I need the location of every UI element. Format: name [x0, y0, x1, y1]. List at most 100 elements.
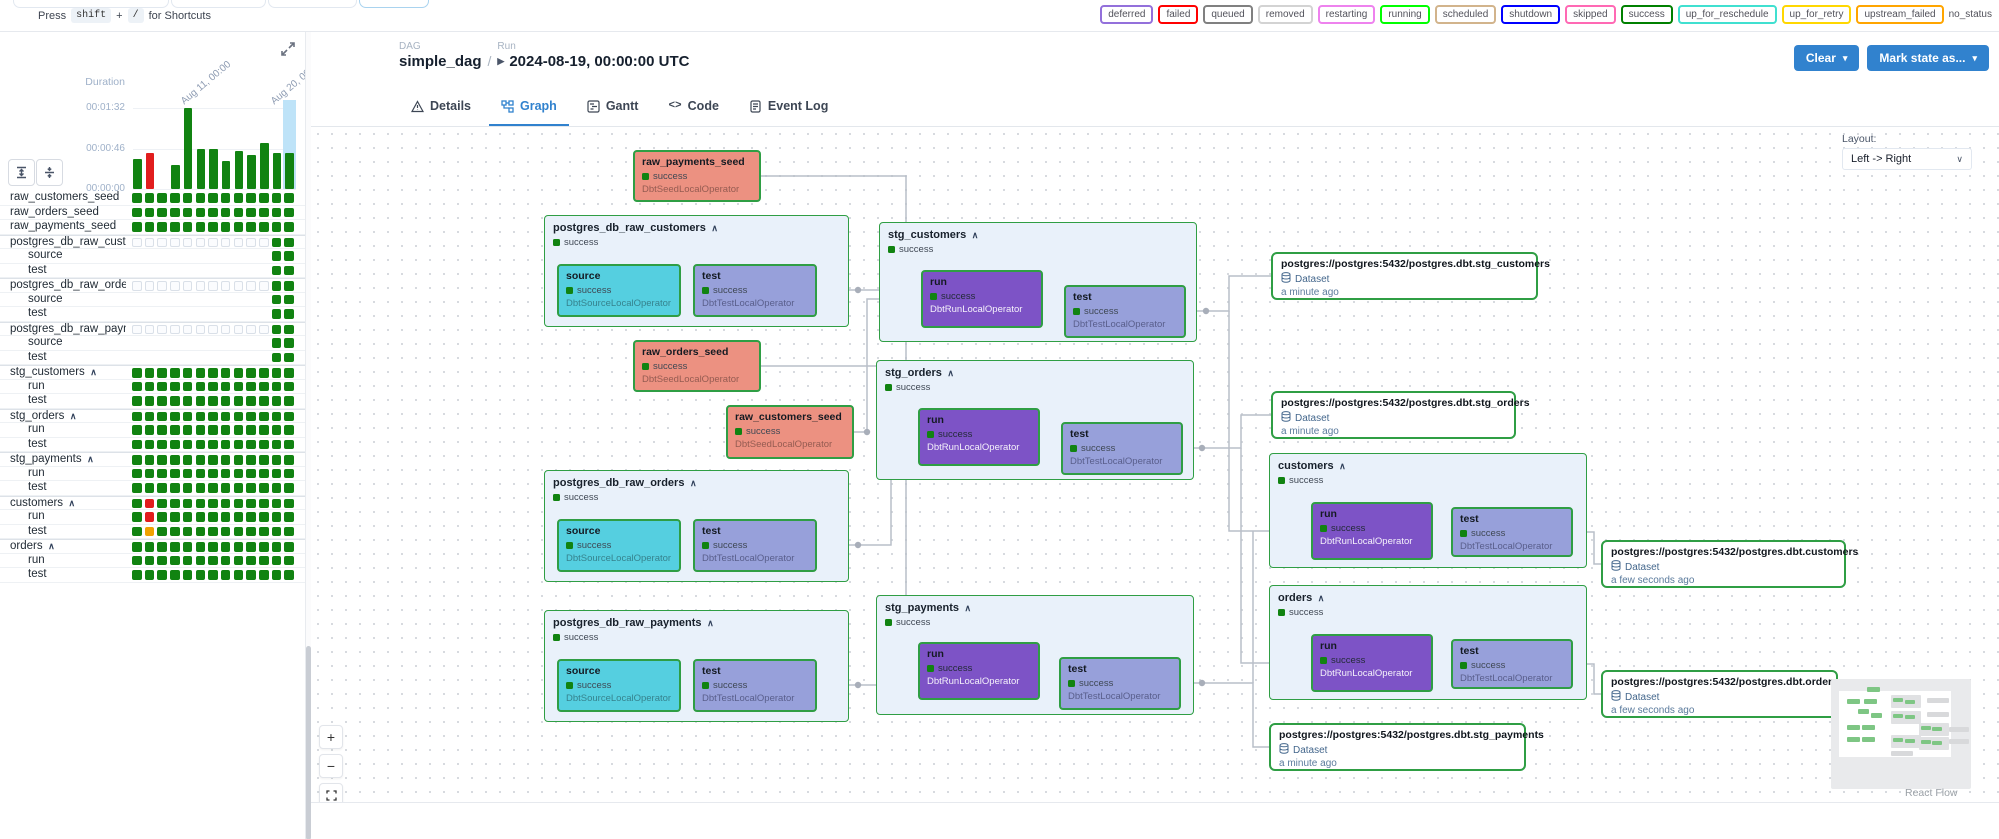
task-instance-cell[interactable] — [195, 570, 205, 580]
task-instance-cell[interactable] — [271, 396, 282, 406]
grid-row-run[interactable]: run — [0, 554, 305, 568]
duration-bar[interactable] — [272, 153, 282, 189]
task-instance-cell[interactable] — [233, 207, 244, 217]
filter-input-ghost[interactable] — [171, 0, 266, 8]
task-instance-cell[interactable] — [144, 483, 155, 493]
task-instance-cell[interactable] — [195, 512, 205, 522]
task-instance-cell[interactable] — [144, 368, 155, 378]
task-instance-cell[interactable] — [259, 439, 269, 449]
task-instance-cell[interactable] — [233, 555, 244, 565]
task-instance-cell[interactable] — [144, 555, 155, 565]
task-instance-cell[interactable] — [259, 425, 269, 435]
grid-row-source[interactable]: source — [0, 293, 305, 307]
task-instance-cell[interactable] — [233, 411, 244, 421]
task-instance-cell[interactable] — [132, 425, 142, 435]
task-instance-cell[interactable] — [170, 498, 180, 508]
task-instance-cell[interactable] — [259, 483, 269, 493]
task-instance-cell[interactable] — [170, 368, 180, 378]
task-instance-cell[interactable] — [284, 512, 294, 522]
task-instance-cell[interactable] — [233, 455, 244, 465]
task-instance-cell[interactable] — [132, 281, 142, 291]
task-instance-cell[interactable] — [271, 207, 282, 217]
task-instance-cell[interactable] — [157, 570, 167, 580]
task-instance-cell[interactable] — [220, 193, 231, 203]
task-instance-cell[interactable] — [284, 526, 294, 536]
task-instance-cell[interactable] — [284, 455, 294, 465]
fit-view-button[interactable] — [319, 783, 343, 802]
task-instance-cell[interactable] — [182, 324, 193, 334]
chevron-up-icon[interactable]: ∧ — [704, 618, 714, 628]
tab-details[interactable]: Details — [399, 88, 483, 126]
task-instance-cell[interactable] — [132, 368, 142, 378]
grid-row-postgres_db_raw_paymen[interactable]: postgres_db_raw_paymen... — [0, 321, 305, 336]
task-instance-cell[interactable] — [271, 512, 282, 522]
task-instance-cell[interactable] — [144, 237, 155, 247]
task-instance-cell[interactable] — [144, 222, 155, 232]
task-instance-cell[interactable] — [284, 381, 294, 391]
task-instance-cell[interactable] — [284, 542, 294, 552]
task-instance-cell[interactable] — [220, 555, 231, 565]
task-instance-cell[interactable] — [157, 512, 167, 522]
task-instance-cell[interactable] — [144, 512, 155, 522]
task-instance-cell[interactable] — [208, 526, 218, 536]
task-instance-cell[interactable] — [284, 338, 294, 348]
grid-row-run[interactable]: run — [0, 467, 305, 481]
task-instance-cell[interactable] — [195, 468, 205, 478]
task-instance-cell[interactable] — [233, 396, 244, 406]
task-instance-cell[interactable] — [246, 526, 256, 536]
task-instance-cell[interactable] — [246, 396, 256, 406]
task-instance-cell[interactable] — [182, 237, 193, 247]
task-instance-cell[interactable] — [271, 237, 282, 247]
react-flow-minimap[interactable] — [1831, 679, 1971, 789]
task-instance-cell[interactable] — [195, 193, 205, 203]
task-instance-cell[interactable] — [271, 222, 282, 232]
task-instance-cell[interactable] — [170, 483, 180, 493]
task-instance-cell[interactable] — [220, 396, 231, 406]
task-instance-cell[interactable] — [271, 455, 282, 465]
task-instance-cell[interactable] — [170, 411, 180, 421]
task-instance-cell[interactable] — [271, 294, 282, 304]
chevron-up-icon[interactable]: ∧ — [944, 368, 954, 378]
task-instance-cell[interactable] — [132, 542, 142, 552]
clear-button[interactable]: Clear ▾ — [1793, 45, 1860, 71]
task-instance-cell[interactable] — [195, 425, 205, 435]
task-instance-cell[interactable] — [220, 281, 231, 291]
task-instance-cell[interactable] — [220, 222, 231, 232]
task-instance-cell[interactable] — [195, 455, 205, 465]
collapse-all-groups-button[interactable] — [36, 159, 63, 186]
task-instance-cell[interactable] — [170, 526, 180, 536]
task-instance-cell[interactable] — [246, 555, 256, 565]
layout-select[interactable]: Left -> Right ∨ — [1842, 148, 1972, 170]
task-instance-cell[interactable] — [144, 207, 155, 217]
run-name[interactable]: 2024-08-19, 00:00:00 UTC — [509, 53, 690, 70]
task-instance-cell[interactable] — [259, 455, 269, 465]
task-instance-cell[interactable] — [259, 368, 269, 378]
dataset-node[interactable]: postgres://postgres:5432/postgres.dbt.cu… — [1601, 540, 1858, 588]
task-instance-cell[interactable] — [271, 381, 282, 391]
dag-name[interactable]: simple_dag — [399, 53, 482, 70]
grid-row-test[interactable]: test — [0, 568, 305, 583]
task-instance-cell[interactable] — [284, 309, 294, 319]
task-instance-cell[interactable] — [132, 193, 142, 203]
chevron-up-icon[interactable]: ∧ — [1315, 593, 1325, 603]
task-instance-cell[interactable] — [170, 555, 180, 565]
task-instance-cell[interactable] — [170, 324, 180, 334]
task-instance-cell[interactable] — [182, 425, 193, 435]
task-instance-cell[interactable] — [195, 439, 205, 449]
task-instance-cell[interactable] — [157, 193, 167, 203]
task-instance-cell[interactable] — [246, 193, 256, 203]
task-instance-cell[interactable] — [259, 193, 269, 203]
chevron-up-icon[interactable]: ∧ — [87, 367, 97, 377]
task-instance-cell[interactable] — [182, 396, 193, 406]
task-instance-cell[interactable] — [220, 368, 231, 378]
task-instance-cell[interactable] — [170, 222, 180, 232]
task-instance-cell[interactable] — [233, 324, 244, 334]
task-instance-cell[interactable] — [182, 526, 193, 536]
